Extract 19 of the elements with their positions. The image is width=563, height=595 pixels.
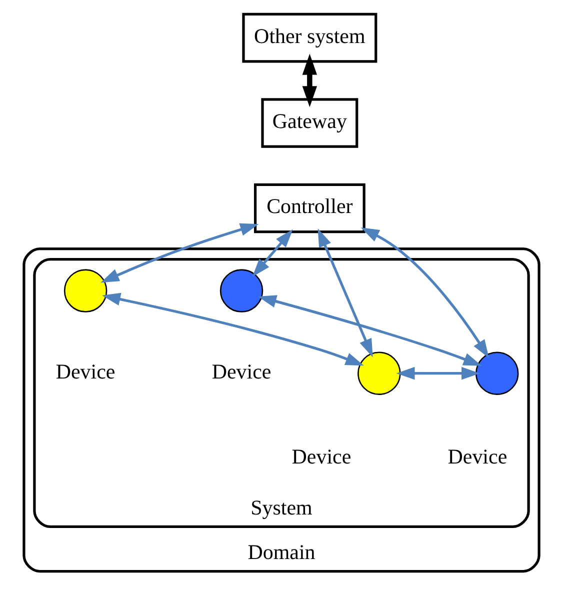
arrow [258,294,482,366]
node-circle [475,351,519,394]
arrow [100,222,259,282]
node-label: Device [448,444,508,468]
node-box: Gateway [261,98,358,148]
node-box: Controller [254,182,366,233]
node-box: Other system [242,12,378,62]
node-label: Device [56,358,116,383]
arrow [318,228,373,357]
node-circle [220,268,264,312]
node-label: Device [292,444,352,468]
arrow [302,53,318,107]
arrow [252,228,293,276]
arrow [396,366,480,380]
arrow [360,226,490,358]
node-circle [358,351,401,394]
node-circle [64,268,108,312]
arrow [102,292,364,366]
node-label: Device [212,358,272,383]
